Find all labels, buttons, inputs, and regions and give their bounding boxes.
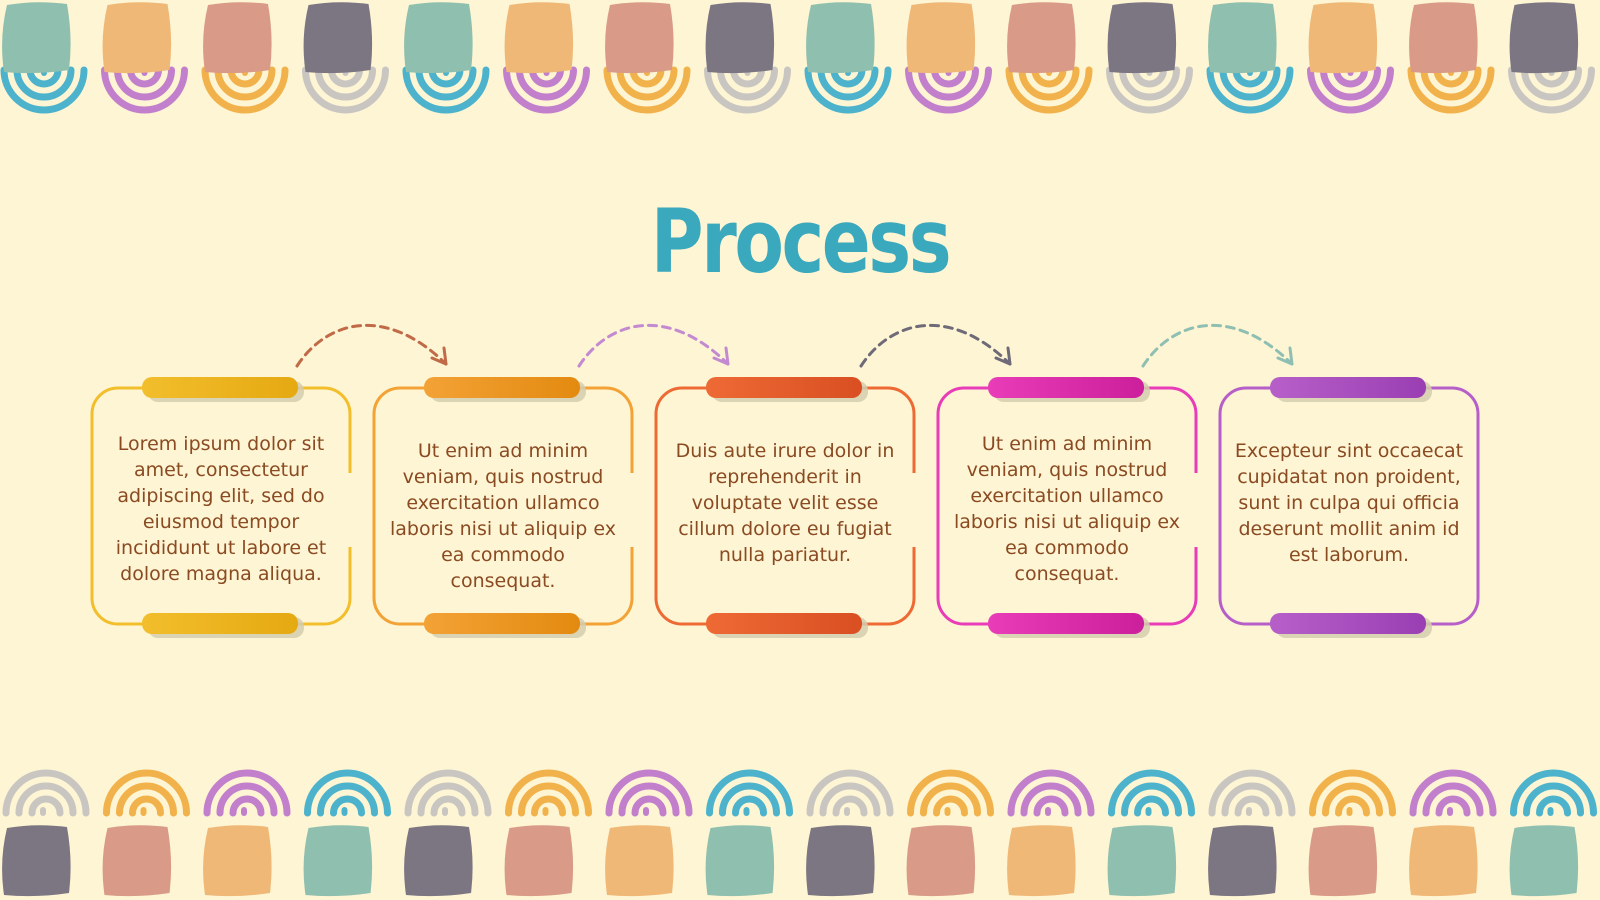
border-top-square-2 bbox=[102, 2, 172, 74]
step-2-bottom-bar bbox=[424, 613, 580, 634]
arrow-3-to-4 bbox=[859, 323, 1012, 368]
border-bottom-square-1 bbox=[2, 825, 71, 897]
step-4-top-bar bbox=[988, 377, 1144, 398]
border-top-square-7 bbox=[605, 2, 674, 74]
process-step-2 bbox=[372, 377, 658, 638]
border-bottom-square-14 bbox=[1308, 825, 1378, 897]
border-bottom-rainbow-3 bbox=[203, 769, 291, 817]
border-top-rainbow-10 bbox=[905, 66, 992, 114]
border-top-rainbow-2 bbox=[101, 66, 188, 114]
border-bottom-square-6 bbox=[504, 825, 574, 897]
border-bottom-square-5 bbox=[404, 825, 473, 897]
arrow-2-to-3 bbox=[577, 323, 730, 368]
step-2-top-bar bbox=[424, 377, 580, 398]
step-2-text: Ut enim ad minim veniam, quis nostrud ex… bbox=[390, 440, 616, 592]
border-top-square-11 bbox=[1007, 2, 1076, 74]
border-bottom-square-4 bbox=[303, 825, 373, 897]
process-step-4 bbox=[936, 377, 1222, 638]
border-bottom-square-13 bbox=[1208, 825, 1277, 897]
border-bottom-rainbow-15 bbox=[1409, 769, 1497, 817]
border-top-square-16 bbox=[1509, 2, 1579, 74]
step-1-bottom-bar bbox=[142, 613, 298, 634]
border-top-square-8 bbox=[705, 2, 775, 74]
border-top-square-5 bbox=[404, 2, 473, 74]
border-bottom-square-7 bbox=[605, 825, 674, 897]
border-top-rainbow-12 bbox=[1106, 66, 1193, 114]
step-5-top-bar bbox=[1270, 377, 1426, 398]
border-top-square-12 bbox=[1107, 2, 1177, 74]
border-top-square-4 bbox=[303, 2, 373, 74]
border-top-square-3 bbox=[203, 2, 272, 74]
border-bottom-square-16 bbox=[1509, 825, 1579, 897]
border-bottom-square-10 bbox=[906, 825, 976, 897]
arrow-1-to-2 bbox=[295, 323, 448, 368]
step-5-bottom-bar bbox=[1270, 613, 1426, 634]
border-bottom-square-2 bbox=[102, 825, 172, 897]
border-bottom-rainbow-9 bbox=[806, 769, 894, 817]
border-bottom-square-9 bbox=[806, 825, 875, 897]
step-1-text: Lorem ipsum dolor sit amet, consectetur … bbox=[115, 433, 327, 585]
border-top-rainbow-9 bbox=[804, 66, 892, 114]
step-4-bottom-bar bbox=[988, 613, 1144, 634]
process-step-1 bbox=[90, 377, 376, 638]
border-top-square-13 bbox=[1208, 2, 1277, 74]
border-bottom-rainbow-7 bbox=[605, 769, 693, 817]
step-4-connector-gap bbox=[1194, 473, 1222, 547]
page-title: Process bbox=[650, 190, 952, 293]
step-5-text: Excepteur sint occaecat cupidatat non pr… bbox=[1234, 440, 1464, 566]
border-top-square-6 bbox=[504, 2, 574, 74]
step-3-bottom-bar bbox=[706, 613, 862, 634]
step-3-connector-gap bbox=[912, 473, 940, 547]
border-bottom-square-8 bbox=[705, 825, 775, 897]
decorative-border-top bbox=[0, 2, 1595, 114]
border-bottom-rainbow-13 bbox=[1208, 769, 1296, 817]
border-bottom-rainbow-5 bbox=[404, 769, 492, 817]
border-bottom-rainbow-14 bbox=[1309, 769, 1396, 817]
border-bottom-rainbow-4 bbox=[304, 769, 391, 817]
decorative-border-bottom bbox=[2, 769, 1597, 897]
border-top-square-9 bbox=[806, 2, 875, 74]
border-top-square-10 bbox=[906, 2, 976, 74]
border-bottom-rainbow-12 bbox=[1108, 769, 1195, 817]
arrow-4-to-5 bbox=[1141, 323, 1294, 368]
process-step-5 bbox=[1218, 377, 1480, 638]
process-step-3 bbox=[654, 377, 940, 638]
border-bottom-rainbow-16 bbox=[1510, 769, 1597, 817]
border-bottom-rainbow-1 bbox=[2, 769, 90, 817]
step-2-connector-gap bbox=[630, 473, 658, 547]
step-3-text: Duis aute irure dolor in reprehenderit i… bbox=[675, 440, 895, 566]
step-3-top-bar bbox=[706, 377, 862, 398]
border-bottom-rainbow-2 bbox=[103, 769, 190, 817]
step-1-top-bar bbox=[142, 377, 298, 398]
border-top-square-1 bbox=[2, 2, 71, 74]
border-bottom-square-11 bbox=[1007, 825, 1076, 897]
border-bottom-rainbow-6 bbox=[505, 769, 592, 817]
border-top-square-14 bbox=[1308, 2, 1378, 74]
border-bottom-square-3 bbox=[203, 825, 272, 897]
border-bottom-rainbow-10 bbox=[907, 769, 994, 817]
step-1-connector-gap bbox=[348, 473, 376, 547]
border-bottom-square-15 bbox=[1409, 825, 1478, 897]
border-bottom-rainbow-11 bbox=[1007, 769, 1095, 817]
step-4-text: Ut enim ad minim veniam, quis nostrud ex… bbox=[954, 433, 1180, 585]
border-top-rainbow-15 bbox=[1407, 66, 1495, 114]
border-bottom-square-12 bbox=[1107, 825, 1177, 897]
border-top-square-15 bbox=[1409, 2, 1478, 74]
border-top-rainbow-6 bbox=[503, 66, 590, 114]
border-bottom-rainbow-8 bbox=[706, 769, 793, 817]
